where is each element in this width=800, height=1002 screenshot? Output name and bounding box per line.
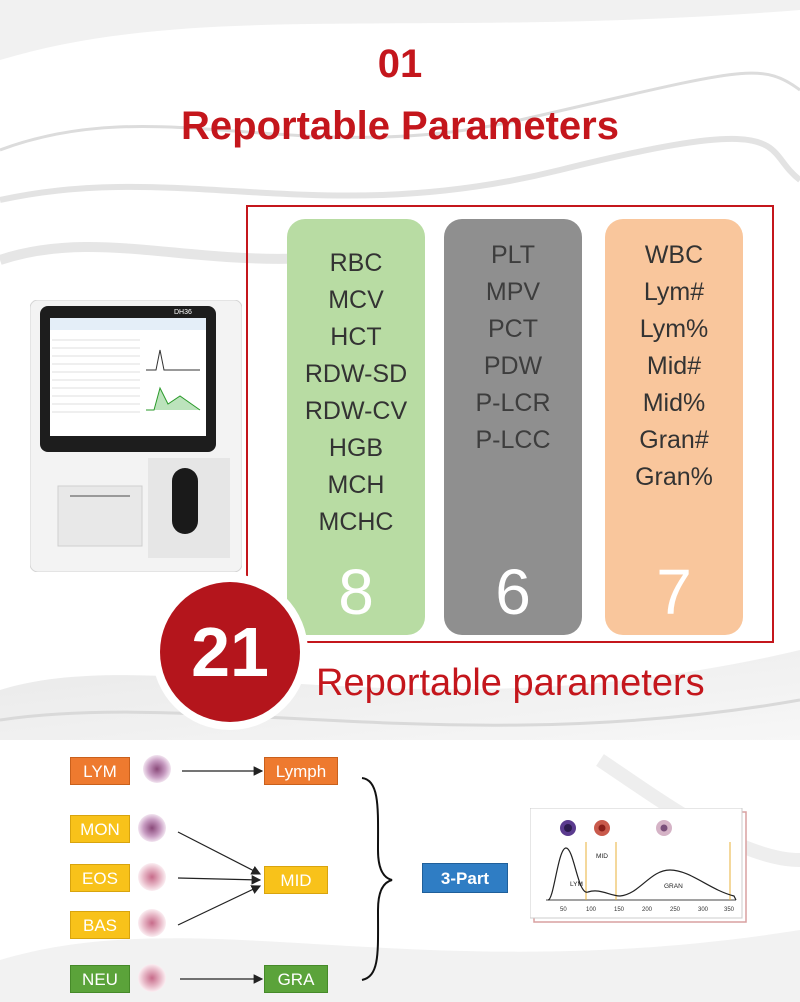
bas-cell-icon: [138, 909, 166, 937]
parameter-label: Lym#: [643, 278, 705, 306]
hist-label-mid: MID: [596, 853, 608, 860]
hist-tick: 350: [724, 907, 735, 913]
neu-cell-icon: [138, 964, 166, 992]
total-count-circle: 21: [160, 582, 300, 722]
device-model-label: DH36: [174, 309, 192, 316]
output-box-gra: GRA: [264, 965, 328, 993]
parameter-label: MCH: [327, 471, 385, 499]
parameter-label: Mid#: [646, 352, 702, 380]
input-box-mon: MON: [70, 815, 130, 843]
section-number: 01: [377, 42, 423, 86]
grouping-bracket: [361, 777, 393, 981]
histogram-graph: LYM MID GRAN 50 100 150 200 250 300 350: [530, 808, 747, 923]
analyzer-device-image: DH36: [30, 300, 242, 572]
input-box-bas: BAS: [70, 911, 130, 939]
output-box-mid: MID: [264, 866, 328, 894]
parameter-count: 7: [656, 556, 692, 628]
parameter-label: MCHC: [318, 508, 394, 536]
input-box-eos: EOS: [70, 864, 130, 892]
hist-tick: 300: [698, 907, 709, 913]
hist-tick: 50: [560, 907, 567, 913]
parameter-label: MCV: [328, 286, 384, 314]
input-box-lym: LYM: [70, 757, 130, 785]
cell-classification-diagram: [138, 755, 393, 992]
parameter-label: HGB: [328, 434, 384, 462]
plt-parameters-column: PLT MPV PCT PDW P-LCR P-LCC 6: [444, 219, 582, 635]
parameters-frame: [246, 205, 774, 643]
section-title: Reportable Parameters: [181, 104, 619, 148]
parameter-count: 8: [338, 556, 374, 628]
hist-label-gran: GRAN: [664, 883, 683, 890]
input-box-neu: NEU: [70, 965, 130, 993]
wbc-parameters-column: WBC Lym# Lym% Mid# Mid% Gran# Gran% 7: [605, 219, 743, 635]
hist-tick: 250: [670, 907, 681, 913]
lym-cell-icon: [143, 755, 171, 783]
parameter-label: WBC: [644, 241, 704, 269]
total-label: Reportable parameters: [316, 662, 705, 704]
parameter-count: 6: [495, 556, 531, 628]
hist-label-lym: LYM: [570, 881, 583, 888]
parameter-label: MPV: [485, 278, 541, 306]
parameter-label: HCT: [330, 323, 382, 351]
parameter-label: RDW-CV: [304, 397, 408, 425]
hist-tick: 150: [614, 907, 625, 913]
parameter-label: P-LCR: [475, 389, 551, 417]
histogram-curve: [547, 847, 737, 901]
hist-tick: 200: [642, 907, 653, 913]
parameter-label: Mid%: [642, 389, 706, 417]
parameter-label: Lym%: [639, 315, 709, 343]
parameter-label: PDW: [483, 352, 543, 380]
parameter-label: P-LCC: [475, 426, 551, 454]
parameter-label: RDW-SD: [304, 360, 408, 388]
parameter-label: RBC: [329, 249, 383, 277]
mon-cell-icon: [138, 814, 166, 842]
hist-tick: 100: [586, 907, 597, 913]
parameter-label: PLT: [491, 241, 535, 269]
parameter-label: Gran%: [635, 463, 713, 491]
rbc-parameters-column: RBC MCV HCT RDW-SD RDW-CV HGB MCH MCHC 8: [287, 219, 425, 635]
method-box-3-part: 3-Part: [422, 863, 508, 893]
output-box-lymph: Lymph: [264, 757, 338, 785]
parameter-label: PCT: [488, 315, 538, 343]
eos-cell-icon: [138, 863, 166, 891]
parameter-label: Gran#: [639, 426, 709, 454]
